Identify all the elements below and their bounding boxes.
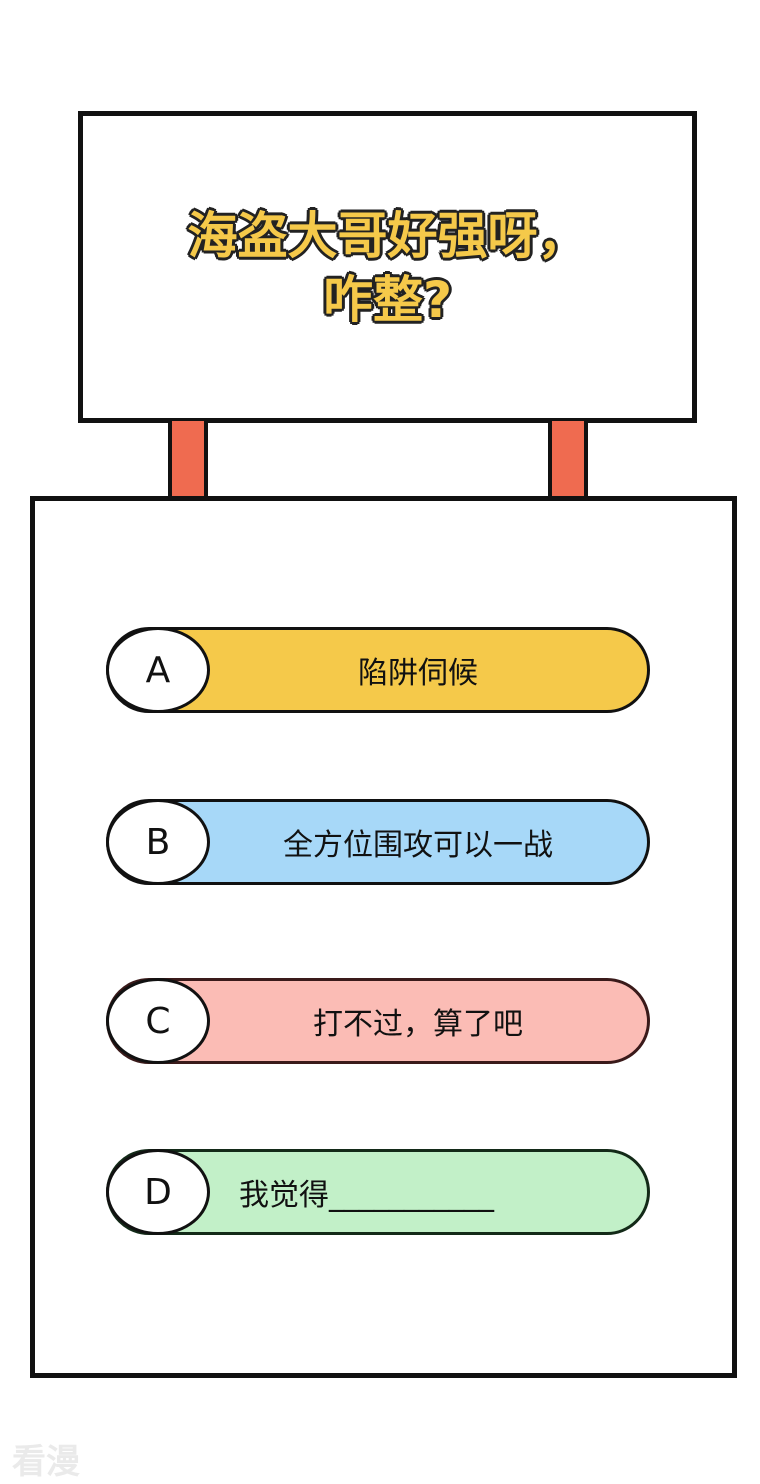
sign-post-right bbox=[548, 421, 588, 497]
option-text: 打不过，算了吧 bbox=[313, 1007, 523, 1042]
option-b[interactable]: B 全方位围攻可以一战 bbox=[106, 799, 650, 885]
option-text: 全方位围攻可以一战 bbox=[283, 828, 553, 863]
option-letter: D bbox=[106, 1149, 210, 1235]
question-title-line1: 海盗大哥好强呀， bbox=[187, 206, 589, 266]
option-c[interactable]: C 打不过，算了吧 bbox=[106, 978, 650, 1064]
option-letter: A bbox=[106, 627, 210, 713]
option-a[interactable]: A 陷阱伺候 bbox=[106, 627, 650, 713]
watermark: 看漫 bbox=[12, 1442, 80, 1482]
option-letter: B bbox=[106, 799, 210, 885]
option-letter: C bbox=[106, 978, 210, 1064]
question-title-line2: 咋整? bbox=[322, 270, 453, 330]
option-d[interactable]: D 我觉得___________ bbox=[106, 1149, 650, 1235]
option-text: 我觉得___________ bbox=[239, 1178, 494, 1213]
question-title: 海盗大哥好强呀， 咋整? bbox=[83, 204, 692, 332]
sign-post-left bbox=[168, 421, 208, 497]
option-text: 陷阱伺候 bbox=[358, 656, 478, 691]
question-sign: 海盗大哥好强呀， 咋整? bbox=[78, 111, 697, 423]
